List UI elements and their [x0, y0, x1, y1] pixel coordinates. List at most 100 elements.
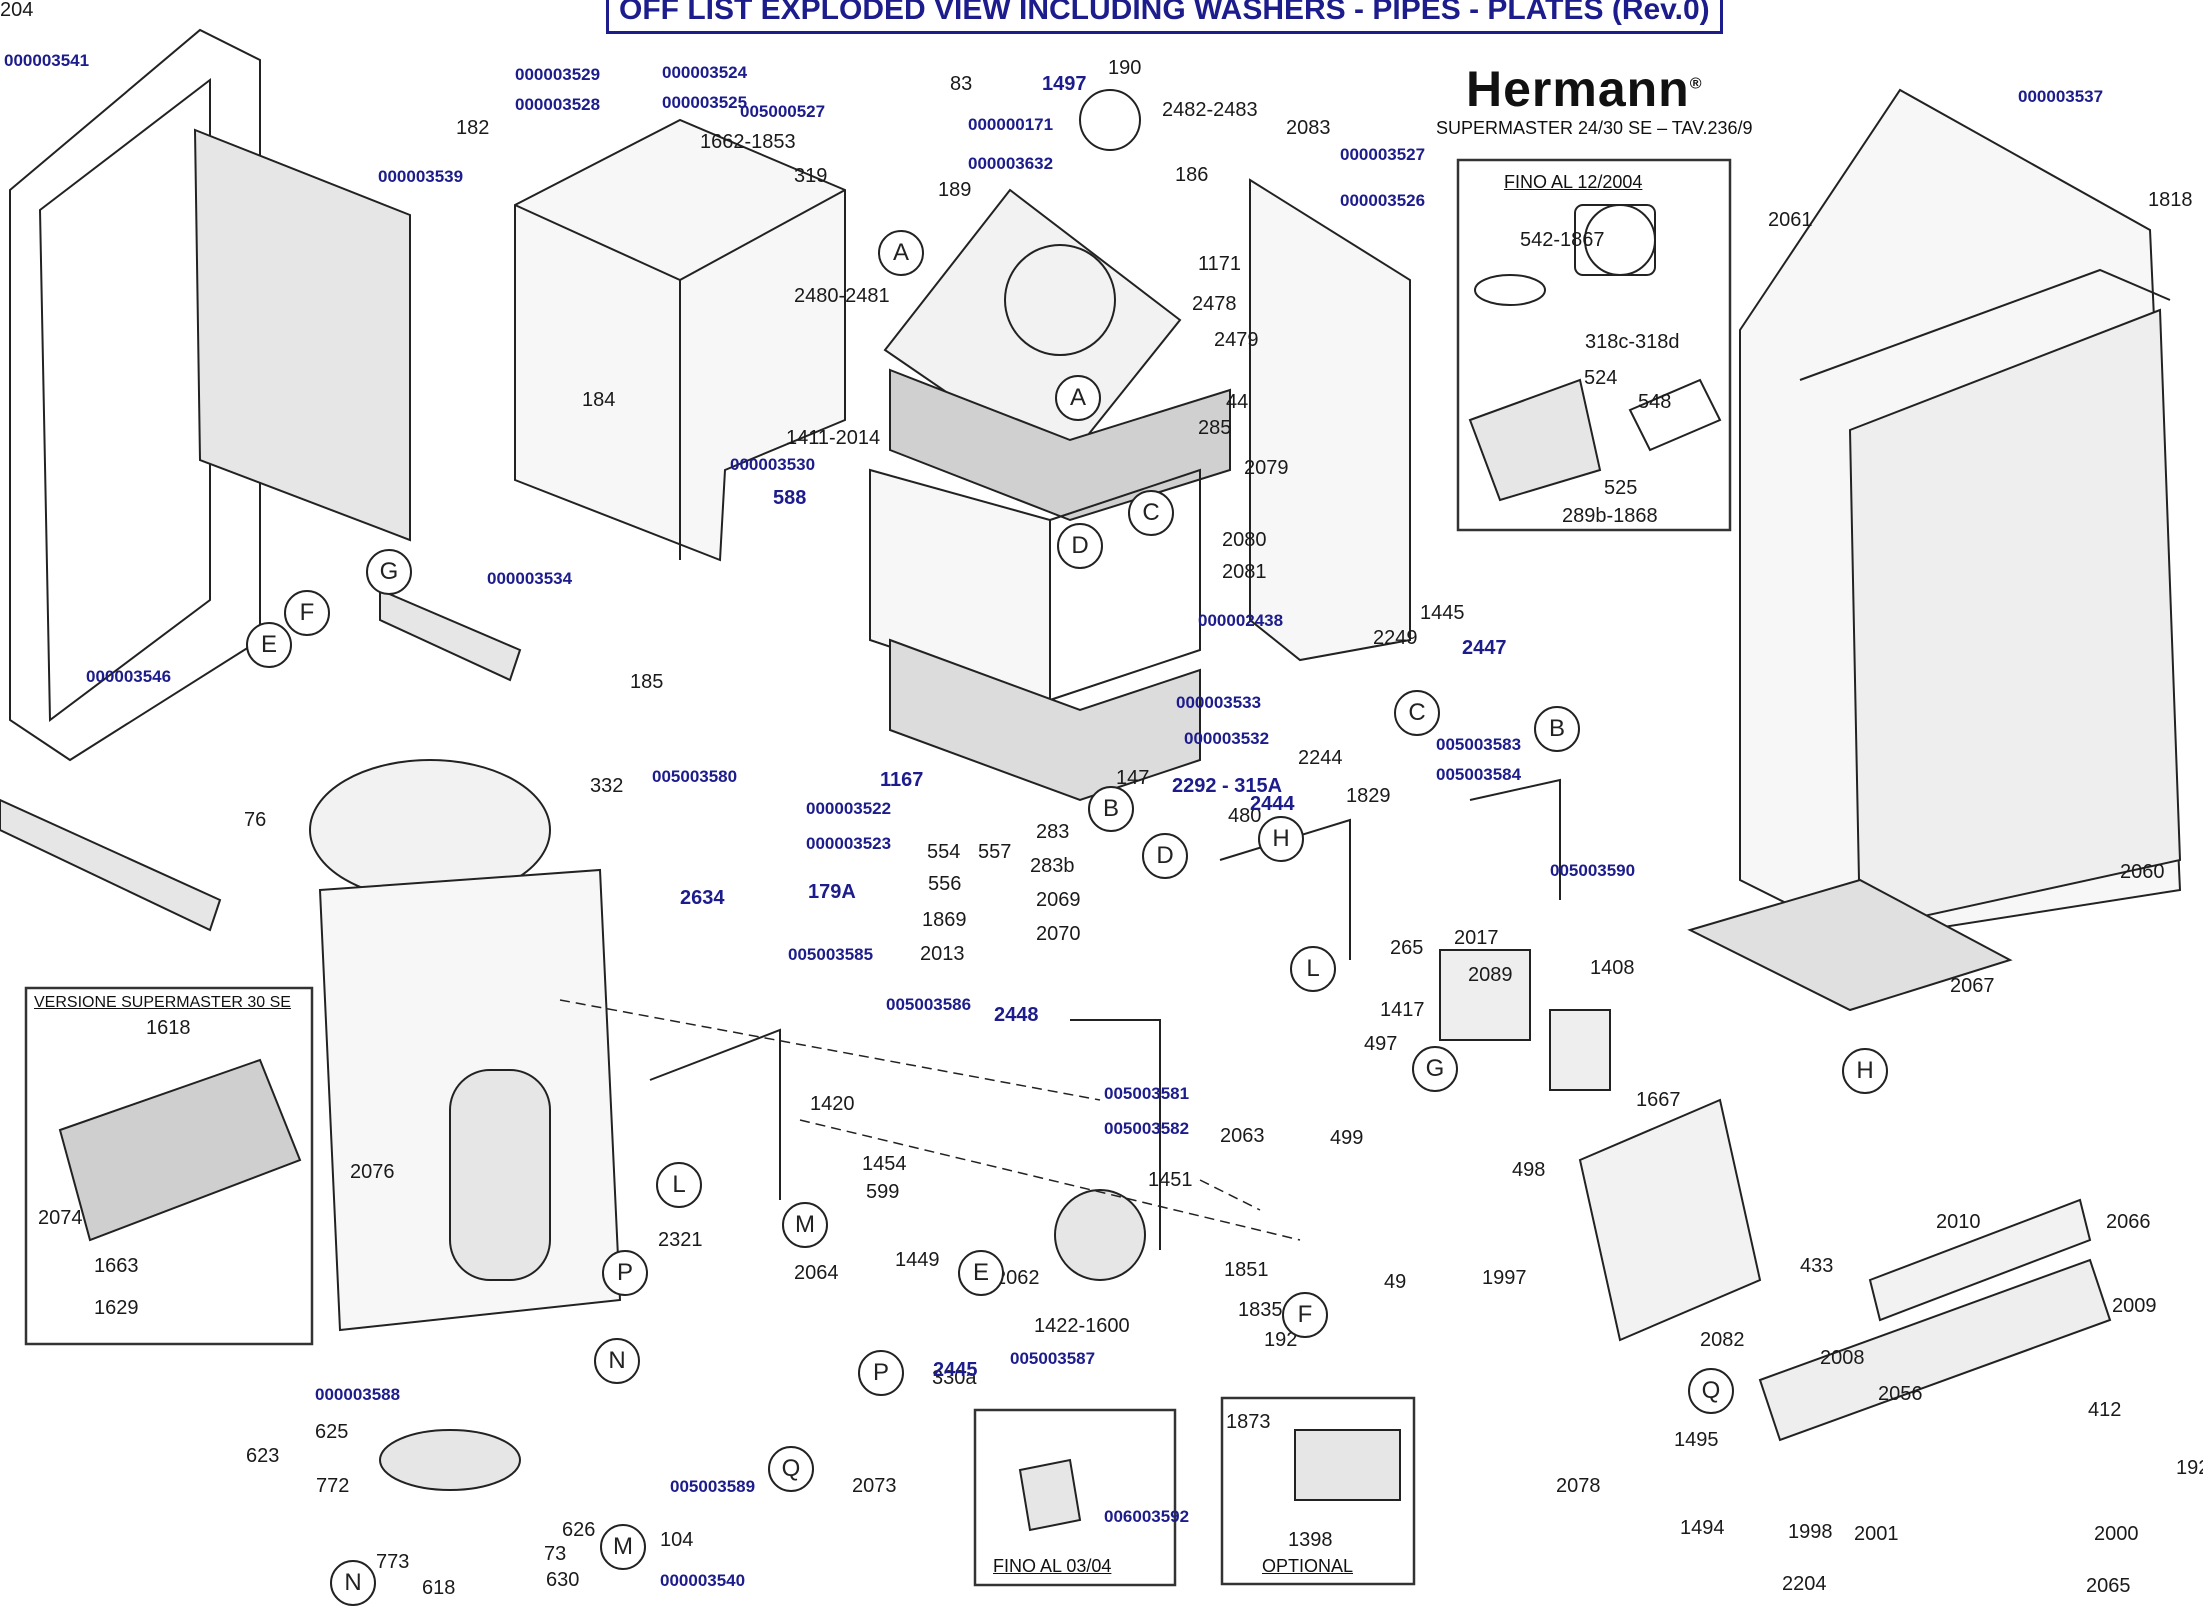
part-label: 283	[1036, 821, 1070, 843]
side-panel	[1249, 178, 1411, 662]
part-label: 618	[422, 1577, 456, 1599]
callout-f: F	[284, 590, 330, 636]
part-label: 005003583	[1436, 735, 1522, 754]
part-label: 630	[546, 1569, 580, 1591]
gas-valve	[1439, 949, 1531, 1041]
part-label: 1928	[2176, 1457, 2203, 1479]
part-label: 1454	[862, 1153, 907, 1175]
part-label: 2061	[1768, 209, 1813, 231]
part-label: 005003582	[1104, 1119, 1190, 1138]
callout-b: B	[1088, 786, 1134, 832]
part-label: 1408	[1590, 957, 1635, 979]
part-label: 83	[950, 73, 973, 95]
part-label: 1449	[895, 1249, 940, 1271]
part-label: 1818	[2148, 189, 2193, 211]
part-label: 283b	[1030, 855, 1075, 877]
part-label: 2249	[1373, 627, 1418, 649]
part-label: 2292 - 315A	[1172, 775, 1283, 797]
inset-optional-label: OPTIONAL	[1262, 1556, 1354, 1576]
part-label: 542-1867	[1520, 229, 1605, 251]
part-label: 2073	[852, 1475, 897, 1497]
part-label: 2078	[1556, 1475, 1601, 1497]
part-label: 2069	[1036, 889, 1081, 911]
callout-d: D	[1142, 833, 1188, 879]
part-label: 2070	[1036, 923, 1081, 945]
part-label: 1451	[1148, 1169, 1193, 1191]
callout-p: P	[602, 1250, 648, 1296]
part-label: 005003589	[670, 1477, 756, 1496]
part-label: 005003590	[1550, 861, 1636, 880]
part-label: 2063	[1220, 1125, 1265, 1147]
part-label: 289b-1868	[1562, 505, 1658, 527]
part-label: 1618	[146, 1017, 191, 1039]
part-label: 1167	[880, 769, 924, 791]
part-label: 005003586	[886, 995, 972, 1014]
part-label: 000003524	[662, 63, 748, 82]
callout-n: N	[594, 1338, 640, 1384]
part-label: 626	[562, 1519, 596, 1541]
part-label: 000003528	[515, 95, 601, 114]
part-label: 330a	[932, 1367, 977, 1389]
part-label: 000003540	[660, 1571, 746, 1590]
part-label: 190	[1108, 57, 1142, 79]
part-label: 000003529	[515, 65, 601, 84]
callout-c: C	[1394, 690, 1440, 736]
part-label: 2060	[2120, 861, 2165, 883]
callout-g: G	[1412, 1046, 1458, 1092]
part-label: 480	[1228, 805, 1262, 827]
part-label: 2445	[933, 1359, 978, 1381]
part-label: 1411-2014	[786, 427, 881, 449]
part-label: 1494	[1680, 1517, 1725, 1539]
part-label: 2444	[1250, 793, 1295, 815]
control-panel	[1758, 1258, 2112, 1442]
rear-panel	[193, 128, 411, 542]
part-label: 000003541	[4, 51, 90, 70]
callout-a: A	[878, 230, 924, 276]
callout-m: M	[600, 1524, 646, 1570]
part-label: 1663	[94, 1255, 139, 1277]
circulating-pump	[1054, 1189, 1146, 1281]
part-label: 2082	[1700, 1329, 1745, 1351]
brand-name: Hermann	[1466, 61, 1690, 117]
part-label: 1497	[1042, 73, 1087, 95]
part-label: 000003539	[378, 167, 464, 186]
part-label: 2478	[1192, 293, 1237, 315]
part-label: 599	[866, 1181, 900, 1203]
part-label: 1869	[922, 909, 967, 931]
part-label: 2064	[794, 1262, 839, 1284]
part-label: 005003587	[1010, 1349, 1096, 1368]
part-label: 000003588	[315, 1385, 401, 1404]
part-label: 2017	[1454, 927, 1499, 949]
part-label: 2634	[680, 887, 725, 909]
part-label: 2056	[1878, 1383, 1923, 1405]
part-label: 1629	[94, 1297, 139, 1319]
callout-h: H	[1842, 1048, 1888, 1094]
part-label: 332	[590, 775, 624, 797]
part-label: 000003530	[730, 455, 816, 474]
part-label: 525	[1604, 477, 1638, 499]
part-label: 192	[1264, 1329, 1298, 1351]
part-label: 000003546	[86, 667, 172, 686]
part-label: 179A	[808, 881, 856, 903]
inset-fino-2004-label: FINO AL 12/2004	[1504, 172, 1643, 192]
flange	[379, 1429, 521, 1491]
part-label: 000002438	[1198, 611, 1284, 630]
part-label: 2480-2481	[794, 285, 890, 307]
part-label: 73	[544, 1543, 567, 1565]
inset-fino-0304	[973, 1408, 1177, 1587]
part-label: 524	[1584, 367, 1618, 389]
inset-versione-30-label: VERSIONE SUPERMASTER 30 SE	[34, 994, 291, 1011]
part-label: 000003537	[2018, 87, 2104, 106]
callout-m: M	[782, 1202, 828, 1248]
part-label: 1420	[810, 1093, 855, 1115]
callout-h: H	[1258, 816, 1304, 862]
part-label: 1662-1853	[700, 131, 796, 153]
part-label: 2074	[38, 1207, 83, 1229]
part-label: 000003632	[968, 154, 1054, 173]
part-label: 2447	[1462, 637, 1507, 659]
part-label: 147	[1116, 767, 1150, 789]
part-label: 44	[1226, 391, 1249, 413]
callout-b: B	[1534, 706, 1580, 752]
diagram-title: OFF LIST EXPLODED VIEW INCLUDING WASHERS…	[606, 0, 1723, 34]
